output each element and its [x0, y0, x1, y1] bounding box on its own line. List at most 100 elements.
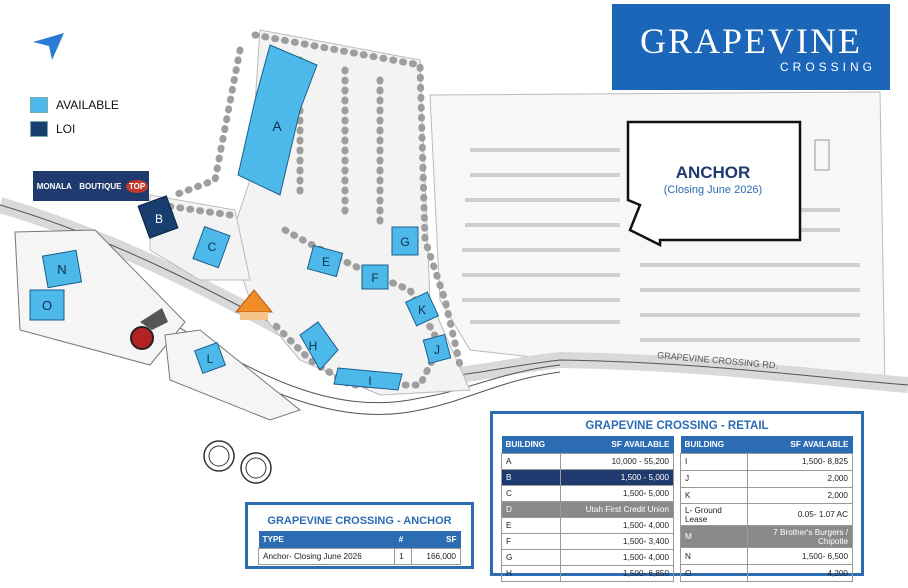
legend-available-label: AVAILABLE [56, 98, 119, 112]
cell: I [680, 453, 748, 471]
building-e[interactable] [306, 244, 344, 278]
cell: 10,000 - 55,200 [559, 453, 674, 470]
anchor-building[interactable] [626, 120, 802, 248]
cell: N [680, 547, 748, 566]
cell: 1 [394, 548, 413, 565]
cell: 166,000 [411, 548, 461, 565]
cell: M [680, 525, 748, 549]
building-h[interactable] [299, 321, 339, 371]
retail-table-box: GRAPEVINE CROSSING - RETAIL BUILDING SF … [490, 411, 864, 582]
building-i-label: I [368, 374, 371, 388]
cell: O [680, 564, 748, 582]
cell: Utah First Credit Union [559, 501, 674, 518]
building-o[interactable] [29, 289, 65, 321]
legend-loi: LOI [30, 117, 119, 141]
legend-loi-swatch [30, 121, 48, 137]
logo-subtitle: CROSSING [779, 60, 876, 74]
cell: F [501, 533, 561, 550]
map-legend: AVAILABLE LOI [30, 93, 119, 141]
cell: 1,500- 5,000 [559, 485, 674, 502]
legend-available-swatch [30, 97, 48, 113]
cell: Anchor- Closing June 2026 [257, 548, 396, 565]
cell: 1,500- 4,000 [559, 549, 674, 566]
building-g[interactable] [391, 226, 419, 256]
tenant-logo-2: BOUTIQUE [79, 181, 122, 191]
building-j[interactable] [422, 333, 452, 365]
cell: A [501, 453, 561, 470]
anchor-header-type: TYPE [258, 531, 395, 549]
cell: L- Ground Lease [680, 503, 748, 527]
building-j-label: J [434, 343, 440, 357]
retail-table-title: GRAPEVINE CROSSING - RETAIL [585, 420, 769, 432]
building-b[interactable] [137, 195, 179, 239]
pad-l-lot [164, 329, 302, 421]
building-c-label: C [208, 240, 217, 254]
anchor-table-title: GRAPEVINE CROSSING - ANCHOR [267, 515, 452, 527]
building-i[interactable] [333, 367, 403, 391]
cell: 1,500- 6,500 [746, 547, 854, 566]
burger-chipotle-marker-icon [130, 326, 154, 350]
anchor-header-sf: SF [411, 531, 461, 549]
building-l-label: L [207, 352, 214, 366]
retail-left-header-building: BUILDING [501, 436, 560, 454]
anchor-title: ANCHOR [676, 163, 751, 182]
anchor-header-count: # [394, 531, 412, 549]
building-a[interactable] [237, 44, 318, 196]
building-f[interactable] [361, 264, 389, 290]
cell: B [501, 469, 561, 486]
retail-right-header-sf: SF AVAILABLE [747, 436, 853, 454]
anchor-subtitle: (Closing June 2026) [664, 184, 762, 196]
building-a-label: A [272, 118, 282, 134]
tenant-logo-3: TOP [125, 179, 149, 193]
tenant-logos: MONALA BOUTIQUE TOP [33, 171, 149, 201]
legend-loi-label: LOI [56, 122, 76, 136]
grapevine-crossing-logo: GRAPEVINE CROSSING [612, 4, 890, 90]
building-l[interactable] [193, 341, 227, 375]
table-row: Anchor- Closing June 2026 1 166,000 [257, 548, 461, 565]
west-lot [149, 194, 251, 281]
traffic-circle-2 [240, 452, 272, 484]
cell: 2,000 [746, 486, 854, 505]
building-f-label: F [371, 271, 378, 285]
north-arrow-icon [33, 33, 64, 60]
cell: E [501, 517, 561, 534]
building-g-label: G [400, 235, 409, 249]
cell: 2,000 [746, 469, 854, 488]
building-k-label: K [418, 303, 426, 317]
building-h-label: H [309, 339, 318, 353]
traffic-circle-1 [203, 440, 235, 472]
cell: 1,500- 4,000 [559, 517, 674, 534]
cell: D [501, 501, 561, 518]
cell: H [501, 565, 561, 582]
building-e-label: E [322, 255, 330, 269]
building-n[interactable] [41, 249, 83, 289]
building-k[interactable] [404, 291, 440, 327]
building-n-label: N [57, 262, 66, 277]
cell: 1,500- 6,850 [559, 565, 674, 582]
cell: K [680, 486, 748, 505]
building-c[interactable] [192, 225, 231, 269]
retail-left-header-sf: SF AVAILABLE [560, 436, 674, 454]
legend-available: AVAILABLE [30, 93, 119, 117]
parking-stripes [462, 148, 860, 342]
cell: 1,500- 3,400 [559, 533, 674, 550]
cell: 1,500- 8,825 [746, 453, 854, 471]
